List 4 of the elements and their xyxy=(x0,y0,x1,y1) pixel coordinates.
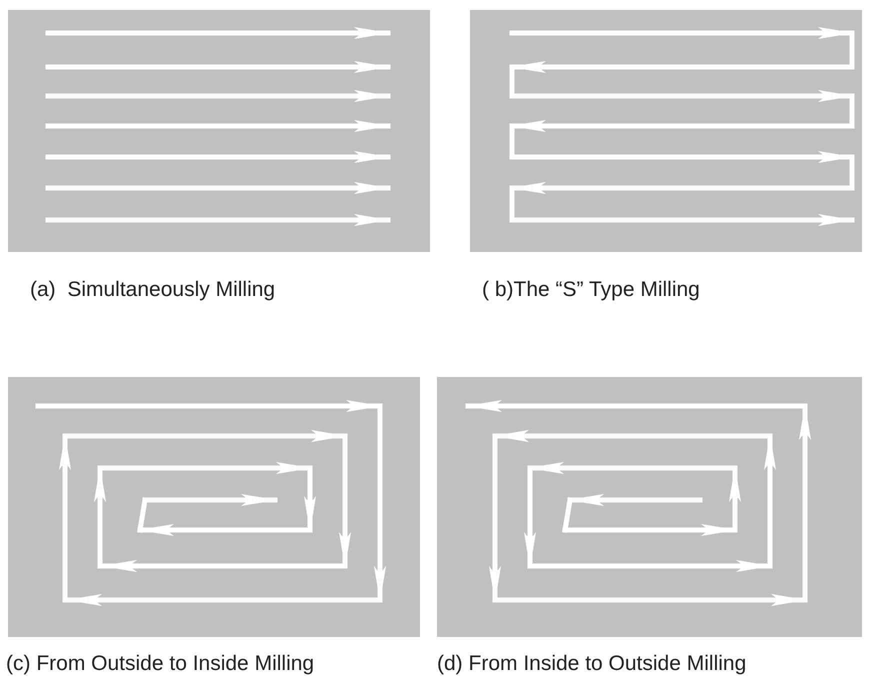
figure-caption: (a) Simultaneously Milling xyxy=(30,278,276,302)
figure-caption: ( b)The “S” Type Milling xyxy=(482,278,700,302)
figure-caption: (d) From Inside to Outside Milling xyxy=(437,652,746,676)
figure-caption: (c) From Outside to Inside Milling xyxy=(6,652,314,676)
